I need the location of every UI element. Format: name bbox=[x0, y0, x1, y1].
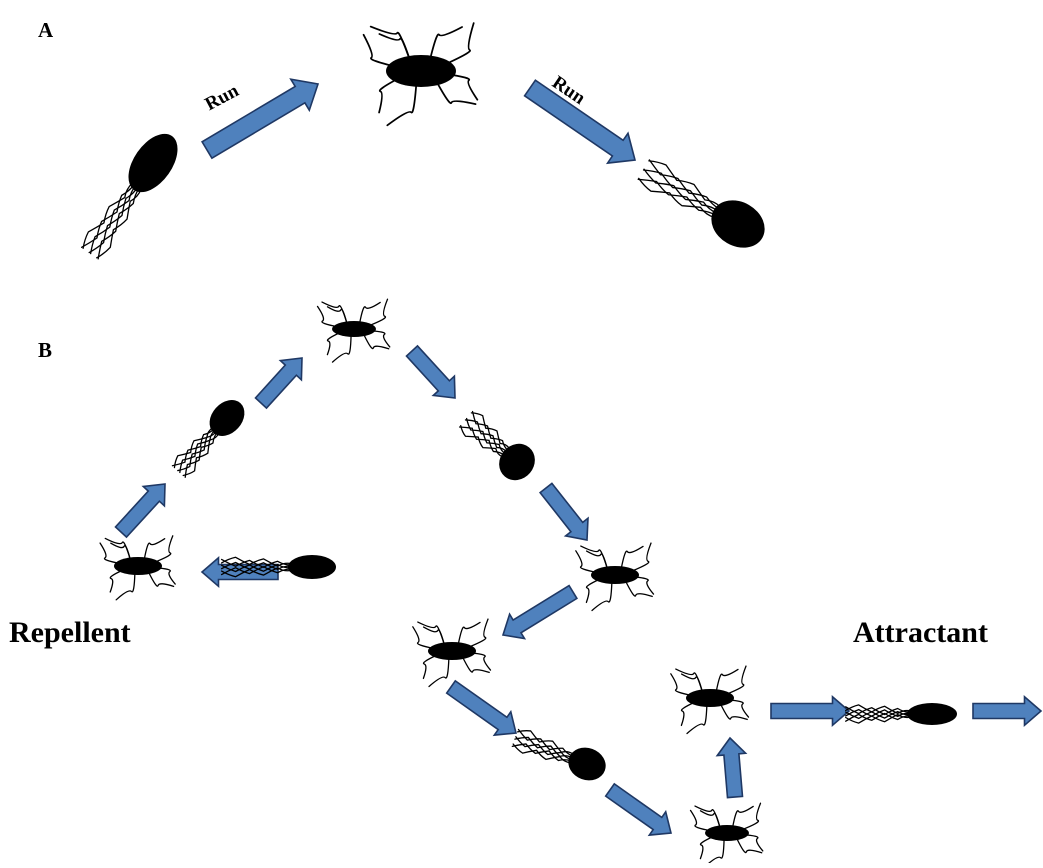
bacterium-tumbling-icon bbox=[364, 23, 478, 125]
bacterium-tumbling-icon bbox=[413, 619, 491, 686]
panel-a-label: A bbox=[38, 18, 53, 43]
panel-b-diagram bbox=[100, 299, 1041, 863]
run-arrow-icon bbox=[973, 697, 1041, 726]
bacterium-running-icon bbox=[168, 393, 252, 481]
bacterium-tumbling-icon bbox=[318, 299, 390, 362]
bacterium-running-icon bbox=[846, 703, 957, 725]
panel-a-diagram bbox=[74, 23, 773, 264]
run-arrow-icon bbox=[540, 483, 588, 540]
run-arrow-icon bbox=[256, 358, 303, 408]
repellent-label: Repellent bbox=[9, 616, 131, 650]
bacterium-running-icon bbox=[454, 405, 542, 488]
run-arrow-icon bbox=[503, 586, 577, 639]
run-arrow-icon bbox=[447, 681, 516, 735]
bacterium-tumbling-icon bbox=[691, 803, 763, 863]
attractant-label: Attractant bbox=[853, 616, 988, 650]
run-arrow-icon bbox=[771, 697, 849, 726]
bacterium-tumbling-icon bbox=[100, 536, 175, 600]
bacterium-running-icon bbox=[510, 723, 610, 786]
bacterium-tumbling-icon bbox=[576, 543, 654, 610]
panel-b-label: B bbox=[38, 338, 52, 363]
run-arrow-icon bbox=[202, 558, 278, 587]
bacterium-running-icon bbox=[74, 125, 187, 264]
bacterium-tumbling-icon bbox=[671, 666, 749, 733]
run-arrow-icon bbox=[407, 346, 456, 398]
run-arrow-icon bbox=[116, 484, 166, 537]
run-arrow-icon bbox=[717, 738, 745, 798]
run-arrow-icon bbox=[606, 784, 671, 835]
bacterium-running-icon bbox=[633, 151, 773, 258]
